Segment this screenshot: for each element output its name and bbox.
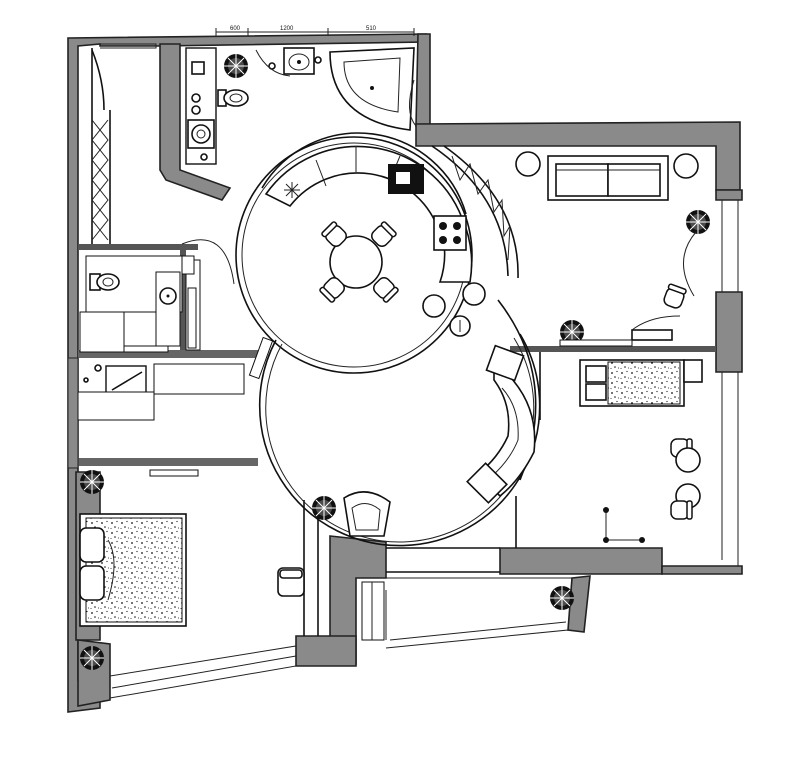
dimension-label: 600 xyxy=(230,26,241,32)
plant-icon xyxy=(79,645,105,671)
bathtub-icon xyxy=(329,47,415,131)
plant-icon xyxy=(223,53,249,79)
plant-icon xyxy=(311,495,337,521)
interior-walls xyxy=(67,244,716,641)
desk xyxy=(631,282,688,341)
washing-machine-icon xyxy=(191,124,211,144)
chair-icon xyxy=(277,567,305,597)
bathroom-top: 600 1200 510 xyxy=(185,26,417,165)
star-icon xyxy=(284,182,300,198)
living-room xyxy=(258,299,541,547)
toilet-icon xyxy=(217,89,249,107)
floor-lamp xyxy=(603,507,645,543)
lounge xyxy=(515,151,711,347)
wardrobe-left xyxy=(91,48,111,244)
kitchen-dining xyxy=(235,132,486,380)
plant-icon xyxy=(79,469,105,495)
sofa-icon xyxy=(466,344,536,504)
plant-icon xyxy=(685,209,711,235)
sink-icon xyxy=(283,47,315,75)
sofa-icon xyxy=(547,155,669,201)
toilet-icon xyxy=(89,273,120,291)
bathroom-small xyxy=(79,239,235,383)
armchair-icon xyxy=(343,491,391,537)
glass-partition xyxy=(431,145,519,279)
bedroom-right xyxy=(579,359,703,543)
stove-icon xyxy=(388,164,424,194)
bed-icon xyxy=(79,513,187,627)
dimension-label: 510 xyxy=(366,26,377,32)
dining-table-icon xyxy=(318,220,400,304)
dimension-label: 1200 xyxy=(280,26,294,32)
bedroom-left xyxy=(79,469,305,671)
cooktop-icon xyxy=(433,215,467,251)
plant-icon xyxy=(549,585,575,611)
bed-icon xyxy=(579,359,703,407)
